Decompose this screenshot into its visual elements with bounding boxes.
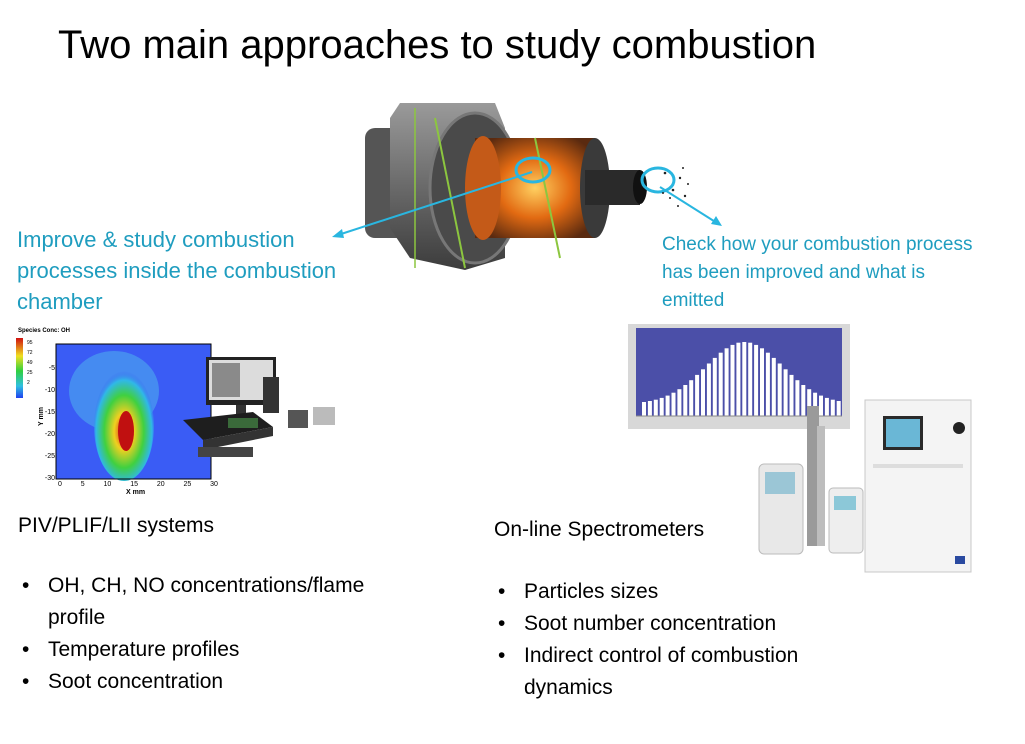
- histogram-bar: [754, 344, 759, 416]
- oh-heatmap: Species Conc: OH 95 72: [14, 328, 218, 500]
- colorbar-tick: 95: [27, 340, 33, 346]
- histogram-bar: [730, 344, 735, 416]
- histogram-bar: [706, 363, 711, 416]
- histogram-bar: [712, 357, 717, 416]
- list-item: •Temperature profiles: [22, 638, 240, 661]
- y-tick: -15: [44, 409, 55, 416]
- histogram-bar: [665, 395, 670, 416]
- histogram-bar: [830, 399, 835, 416]
- list-item: •Soot concentration: [22, 670, 224, 693]
- histogram-bar: [695, 374, 700, 416]
- histogram-bar: [789, 374, 794, 416]
- spectrometer-instruments-image: [758, 399, 972, 573]
- list-item: •OH, CH, NO concentrations/flame profile: [22, 574, 365, 629]
- histogram-bar: [748, 342, 753, 416]
- histogram-bar: [677, 389, 682, 416]
- laser-system-image: [183, 357, 335, 457]
- histogram-bar: [807, 389, 812, 416]
- histogram-bar: [771, 357, 776, 416]
- right-note: Check how your combustion process has be…: [662, 234, 973, 311]
- histogram-bar: [795, 380, 800, 416]
- histogram-bar: [671, 392, 676, 416]
- histogram-bar: [765, 352, 770, 416]
- histogram-bar: [760, 348, 764, 416]
- y-tick: -25: [44, 453, 55, 460]
- y-tick: -10: [44, 387, 55, 394]
- list-item: •Indirect control of combustion dynamics: [498, 644, 799, 699]
- histogram-bar: [718, 352, 723, 416]
- histogram-bar: [836, 401, 841, 416]
- x-tick: 20: [156, 481, 165, 488]
- left-section: PIV/PLIF/LII systems •OH, CH, NO concent…: [18, 512, 418, 698]
- y-axis-label: Y mm: [37, 407, 45, 426]
- x-tick: 15: [130, 481, 138, 488]
- histogram-bar: [824, 397, 829, 416]
- histogram-bar: [683, 385, 688, 416]
- histogram-bar: [783, 369, 788, 416]
- histogram-bar: [642, 402, 646, 416]
- colorbar-tick: 25: [27, 370, 33, 376]
- y-tick: -30: [44, 475, 55, 482]
- histogram-bar: [701, 369, 705, 416]
- left-section-heading: PIV/PLIF/LII systems: [18, 514, 215, 537]
- combustion-chamber-image: [365, 103, 689, 270]
- histogram-bar: [647, 401, 652, 416]
- list-item: •Particles sizes: [498, 580, 659, 603]
- x-tick: 10: [103, 481, 112, 488]
- left-note: Improve & study combustion processes ins…: [17, 227, 337, 314]
- x-tick: 30: [210, 481, 218, 488]
- right-section: On-line Spectrometers •Particles sizes •…: [494, 516, 894, 704]
- colorbar-tick: 72: [27, 350, 33, 356]
- heatmap-title: Species Conc: OH: [18, 328, 71, 334]
- x-axis-label: X mm: [126, 489, 146, 496]
- x-tick: 25: [183, 481, 192, 488]
- histogram-bar: [659, 397, 664, 416]
- list-item: •Soot number concentration: [498, 612, 777, 635]
- colorbar-tick: 2: [27, 380, 30, 386]
- histogram-bar: [801, 385, 806, 416]
- histogram-bar: [653, 399, 658, 416]
- histogram-bar: [724, 348, 729, 416]
- histogram-bar: [813, 392, 818, 416]
- histogram-bar: [819, 395, 823, 416]
- x-tick: 5: [80, 481, 85, 488]
- histogram-bar: [736, 342, 741, 416]
- histogram-bar: [689, 380, 694, 416]
- histogram-bar: [742, 342, 747, 416]
- colorbar-tick: 49: [27, 360, 33, 366]
- x-tick: 0: [58, 481, 62, 488]
- y-tick: -5: [48, 365, 55, 372]
- slide-title: Two main approaches to study combustion: [58, 23, 817, 67]
- pointer-arrows: [332, 171, 722, 238]
- right-section-heading: On-line Spectrometers: [494, 518, 705, 541]
- y-tick: -20: [44, 431, 55, 438]
- histogram-bar: [777, 363, 782, 416]
